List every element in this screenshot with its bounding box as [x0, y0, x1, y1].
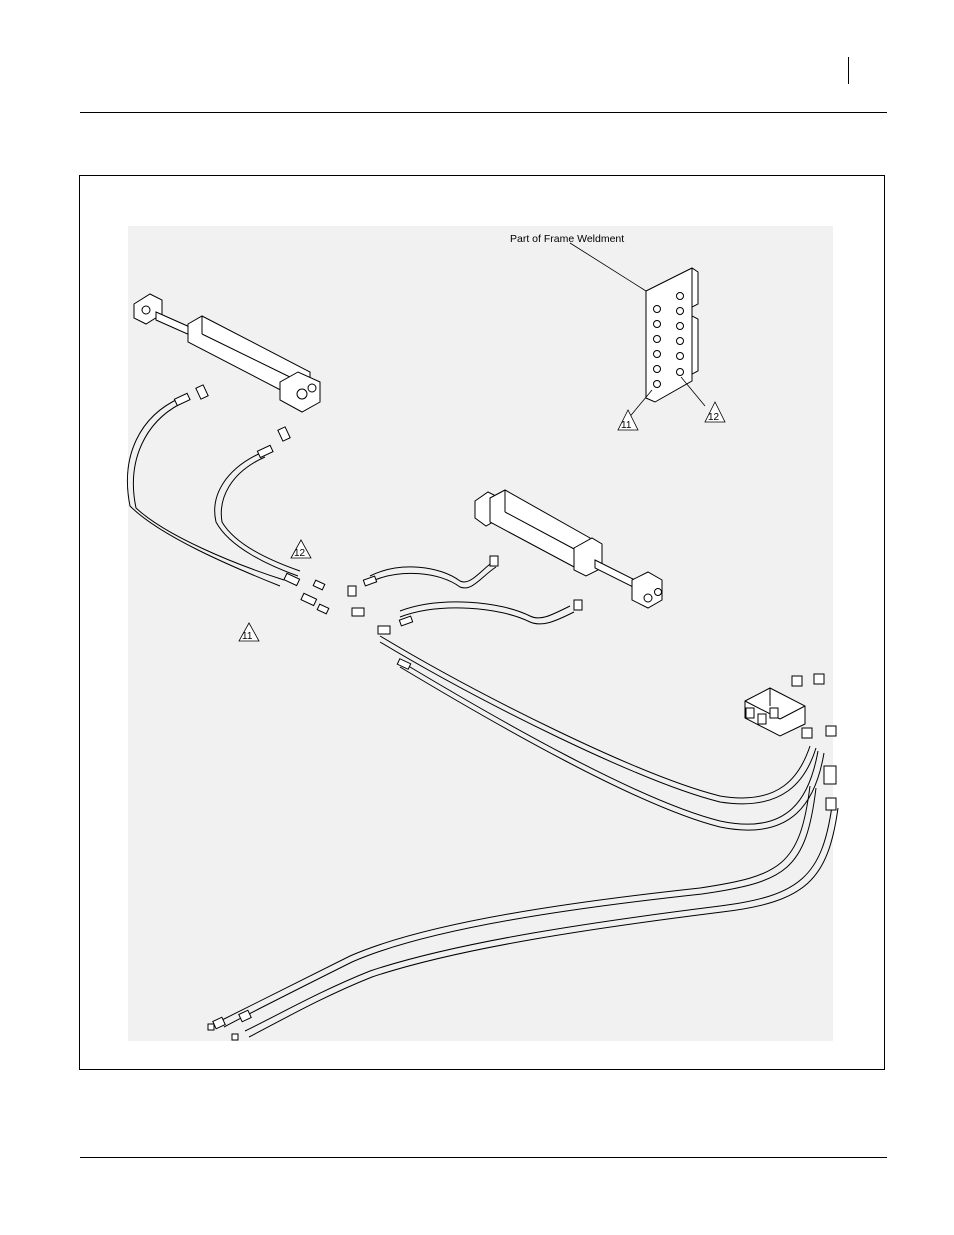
header-page-marker — [848, 57, 849, 84]
svg-text:11: 11 — [242, 631, 253, 642]
frame-weldment-label: Part of Frame Weldment — [510, 233, 624, 245]
svg-text:11: 11 — [621, 420, 632, 431]
hydraulic-hose-diagram: Part of Frame Weldment 11 12 — [80, 176, 886, 1071]
header-divider — [80, 112, 887, 113]
frame-weldment-plate — [646, 268, 698, 402]
footer-divider — [80, 1157, 887, 1158]
svg-text:12: 12 — [294, 548, 306, 559]
parts-diagram-frame: Part of Frame Weldment 11 12 — [79, 175, 885, 1070]
svg-text:12: 12 — [708, 412, 720, 423]
